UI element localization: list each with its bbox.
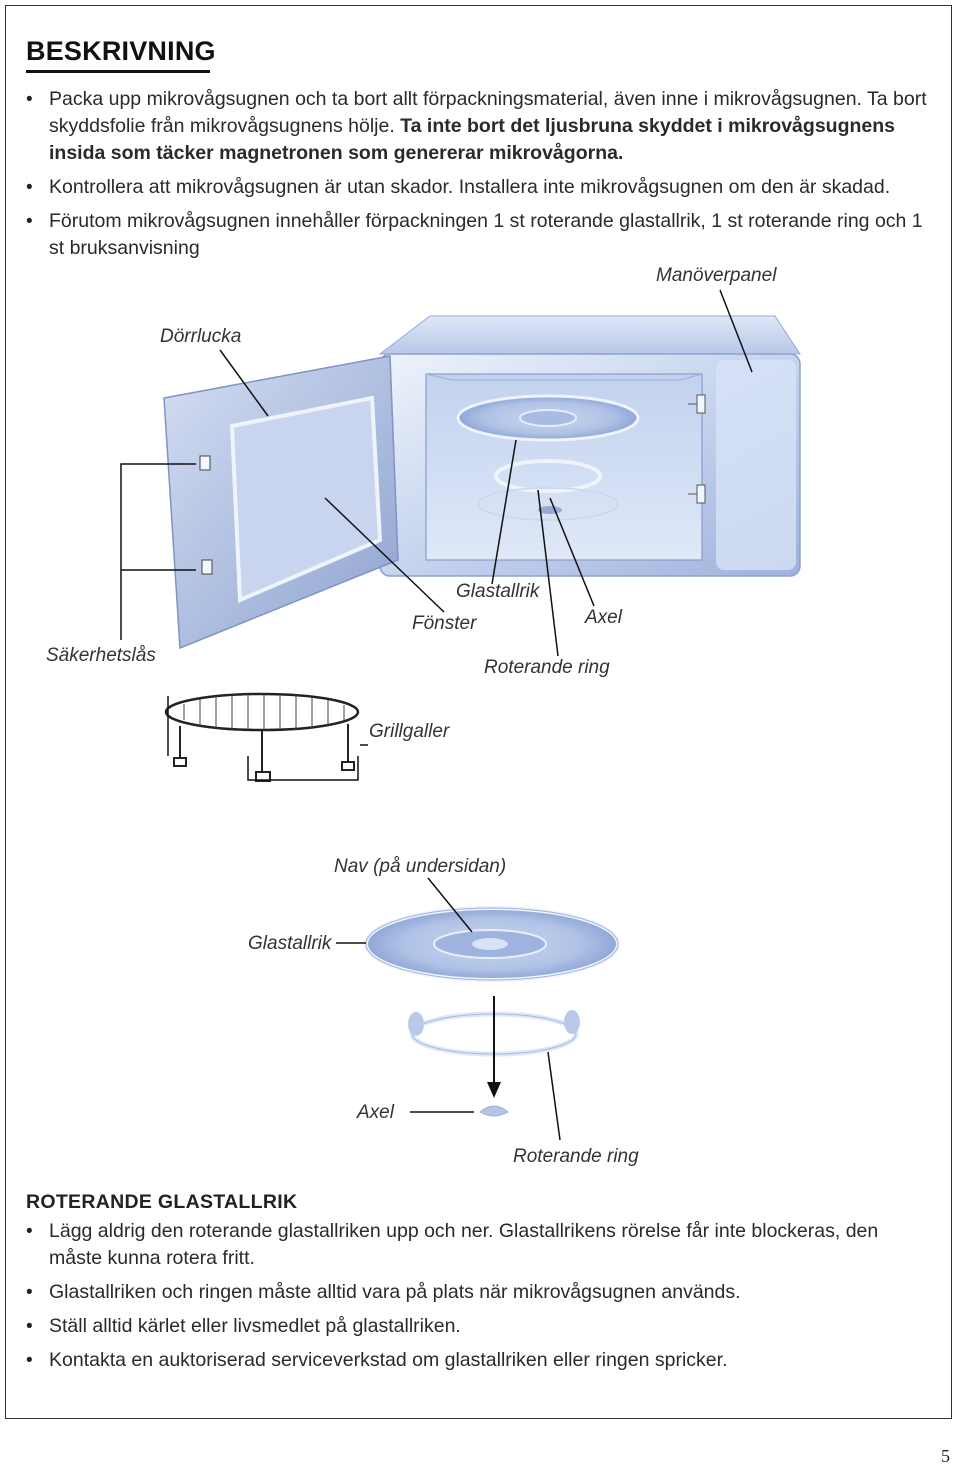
bullet-text: Packa upp mikrovågsugnen och ta bort all… xyxy=(49,88,927,137)
label-shaft-2: Axel xyxy=(357,1102,394,1123)
list-item: Kontakta en auktoriserad serviceverkstad… xyxy=(26,1347,931,1374)
label-glass-plate-2: Glastallrik xyxy=(248,933,332,954)
list-item: Lägg aldrig den roterande glastallriken … xyxy=(26,1218,931,1272)
label-window: Fönster xyxy=(412,613,477,634)
bullet-text: Förutom mikrovågsugnen innehåller förpac… xyxy=(49,210,923,259)
label-door: Dörrlucka xyxy=(160,326,242,347)
label-shaft: Axel xyxy=(585,607,622,628)
list-item: Packa upp mikrovågsugnen och ta bort all… xyxy=(26,86,931,167)
label-control-panel: Manöverpanel xyxy=(656,265,777,286)
intro-bullet-list: Packa upp mikrovågsugnen och ta bort all… xyxy=(26,86,931,269)
page-heading: BESKRIVNING xyxy=(26,36,216,66)
label-rotating-ring-2: Roterande ring xyxy=(513,1146,639,1167)
page-frame xyxy=(5,5,952,1419)
grill-rack xyxy=(164,692,360,782)
turntable-bullet-list: Lägg aldrig den roterande glastallriken … xyxy=(26,1218,931,1381)
list-item: Förutom mikrovågsugnen innehåller förpac… xyxy=(26,208,931,262)
bullet-bold-text: Ta inte bort det ljusbruna skyddet i mik… xyxy=(49,115,895,164)
rotating-ring xyxy=(494,459,602,493)
plate-assembly xyxy=(364,906,620,1117)
heading-underline xyxy=(26,70,210,73)
label-glass-plate: Glastallrik xyxy=(456,581,540,602)
label-hub: Nav (på undersidan) xyxy=(334,856,507,877)
list-item: Glastallriken och ringen måste alltid va… xyxy=(26,1279,931,1306)
control-panel xyxy=(716,360,796,570)
list-item: Kontrollera att mikrovågsugnen är utan s… xyxy=(26,174,931,201)
label-grill-rack: Grillgaller xyxy=(369,721,450,742)
label-rotating-ring: Roterande ring xyxy=(484,657,610,678)
door-window xyxy=(229,395,383,603)
shaft xyxy=(538,506,562,514)
bullet-text: Kontrollera att mikrovågsugnen är utan s… xyxy=(49,176,891,198)
label-safety-lock: Säkerhetslås xyxy=(46,645,156,666)
page-number: 5 xyxy=(941,1446,950,1466)
section-heading: ROTERANDE GLASTALLRIK xyxy=(26,1191,298,1213)
list-item: Ställ alltid kärlet eller livsmedlet på … xyxy=(26,1313,931,1340)
